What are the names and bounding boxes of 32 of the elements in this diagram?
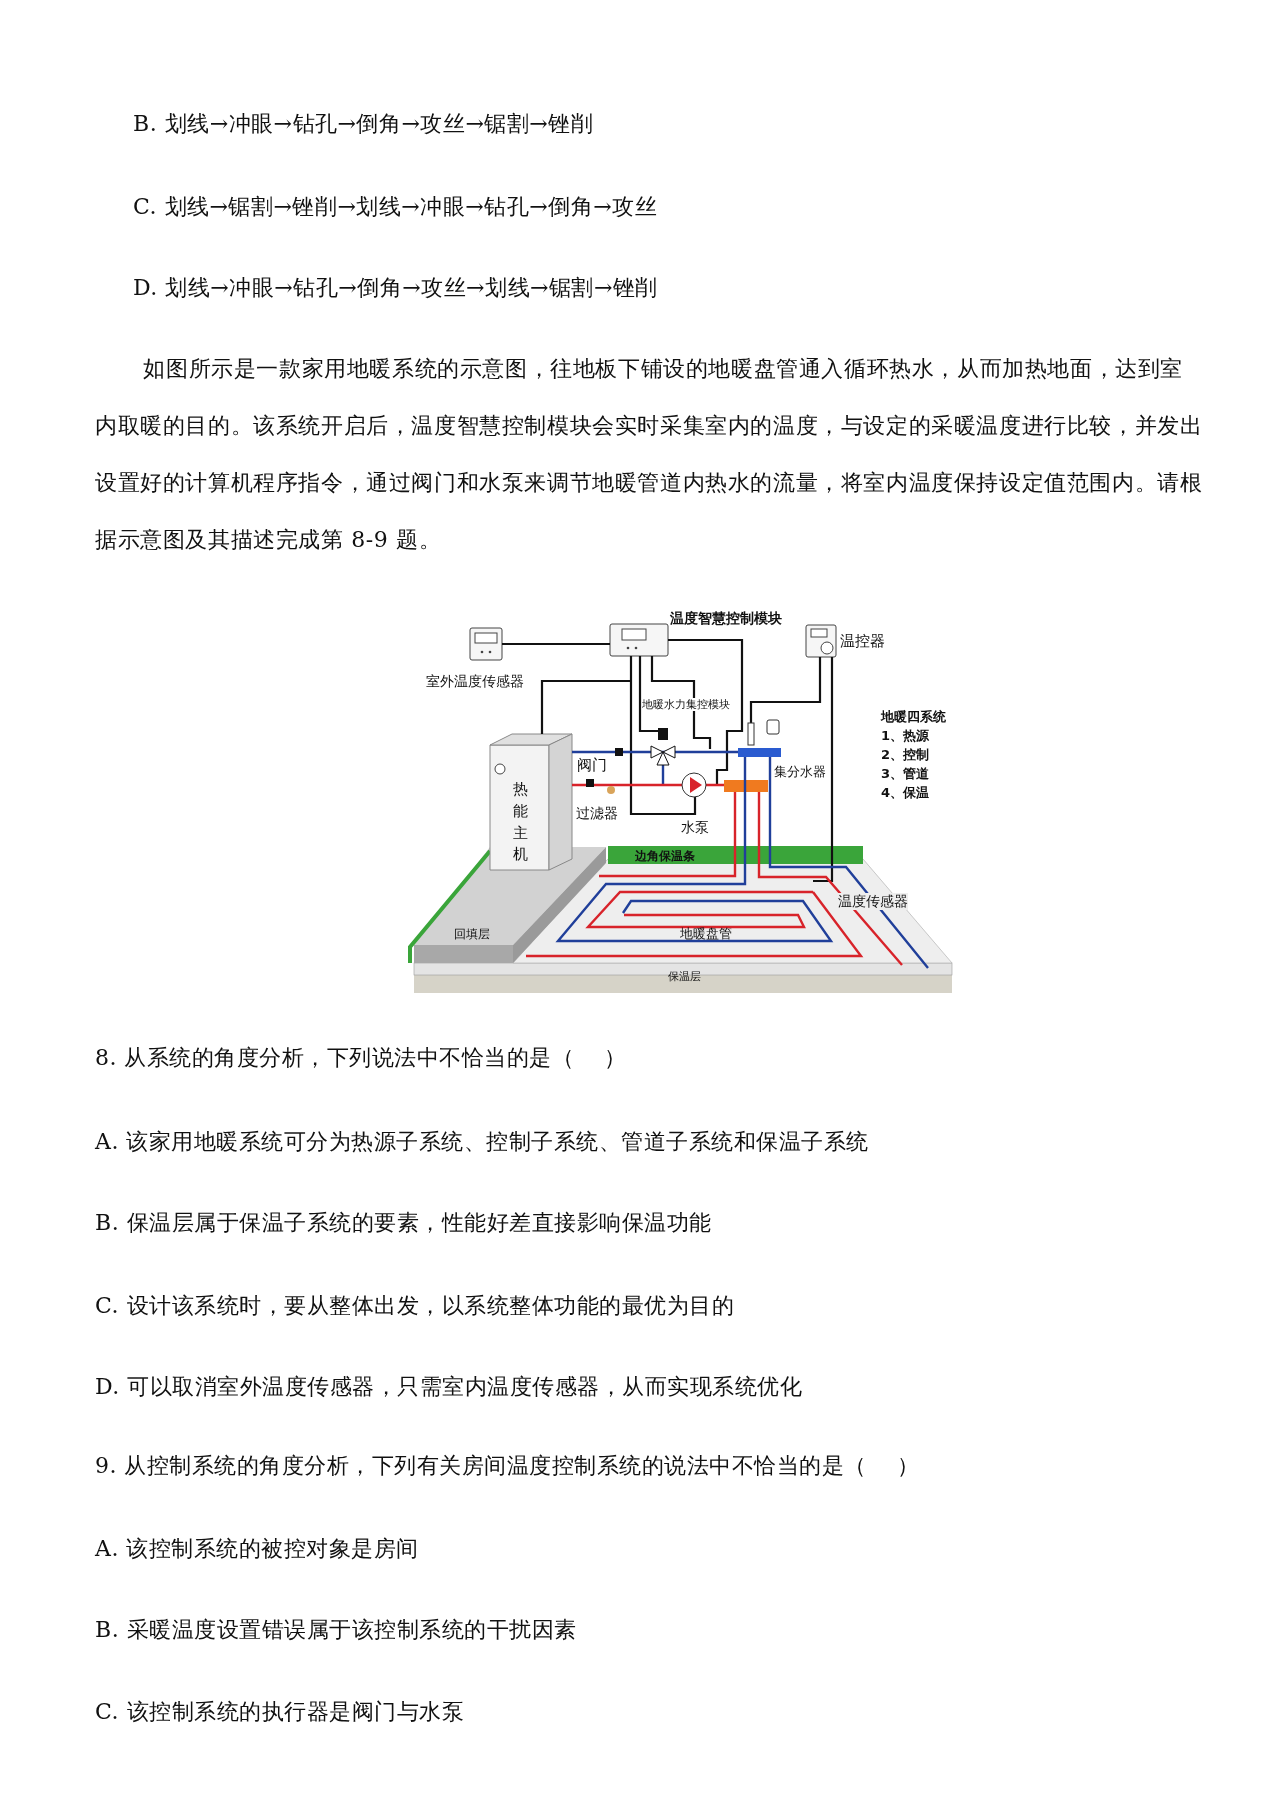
part-label: 地暖盘管 <box>680 926 732 942</box>
part-label: 过滤器 <box>576 805 618 822</box>
question-text: 9. 从控制系统的角度分析，下列有关房间温度控制系统的说法中不恰当的是（ ） <box>95 1452 920 1480</box>
part-label: 温控器 <box>840 632 885 650</box>
option-text: D. 可以取消室外温度传感器，只需室内温度传感器，从而实现系统优化 <box>95 1373 803 1401</box>
question-text: 8. 从系统的角度分析，下列说法中不恰当的是（ ） <box>95 1044 627 1072</box>
part-label: 1、热源 <box>881 728 930 744</box>
paragraph-text: 如图所示是一款家用地暖系统的示意图，往地板下铺设的地暖盘管通入循环热水，从而加热地面，达到室内取暖的目的。该系统开启后，温度智慧控制模块会实时采集室内的温度，与设定的采暖温度进行比较，并发出设置好的计算机程序指令，通过阀门和水泵来调节地暖管道内热水的流量，将室内温度保持设定值范围内。请根据示意图及其描述完成第 8-9 题。 <box>95 355 1204 554</box>
part-label: 2、控制 <box>881 747 930 763</box>
part-label: 保温层 <box>668 970 701 984</box>
option-text: C. 该控制系统的执行器是阀门与水泵 <box>95 1698 465 1726</box>
part-label: 地暖四系统 <box>881 709 946 725</box>
device-label: 热能主机 <box>513 779 528 866</box>
part-label: 地暖水力集控模块 <box>642 698 730 712</box>
part-label: 回填层 <box>454 927 490 942</box>
part-label: 温度传感器 <box>838 893 908 910</box>
part-label: 3、管道 <box>881 766 930 782</box>
option-text: C. 设计该系统时，要从整体出发，以系统整体功能的最优为目的 <box>95 1292 735 1320</box>
part-label: 4、保温 <box>881 785 930 801</box>
option-text: B. 保温层属于保温子系统的要素，性能好差直接影响保温功能 <box>95 1209 712 1237</box>
part-label: 水泵 <box>681 819 709 836</box>
option-text: D. 划线→冲眼→钻孔→倒角→攻丝→划线→锯割→锉削 <box>133 274 658 302</box>
option-text: B. 采暖温度设置错误属于该控制系统的干扰因素 <box>95 1616 577 1644</box>
part-label: 集分水器 <box>774 764 826 780</box>
option-text: A. 该家用地暖系统可分为热源子系统、控制子系统、管道子系统和保温子系统 <box>95 1128 869 1156</box>
option-text: B. 划线→冲眼→钻孔→倒角→攻丝→锯割→锉削 <box>133 110 594 138</box>
part-label: 温度智慧控制模块 <box>670 610 782 627</box>
part-label: 室外温度传感器 <box>426 673 524 690</box>
option-text: A. 该控制系统的被控对象是房间 <box>95 1535 419 1563</box>
part-label: 阀门 <box>577 756 607 774</box>
option-text: C. 划线→锯割→锉削→划线→冲眼→钻孔→倒角→攻丝 <box>133 193 658 221</box>
part-label: 边角保温条 <box>635 849 695 864</box>
